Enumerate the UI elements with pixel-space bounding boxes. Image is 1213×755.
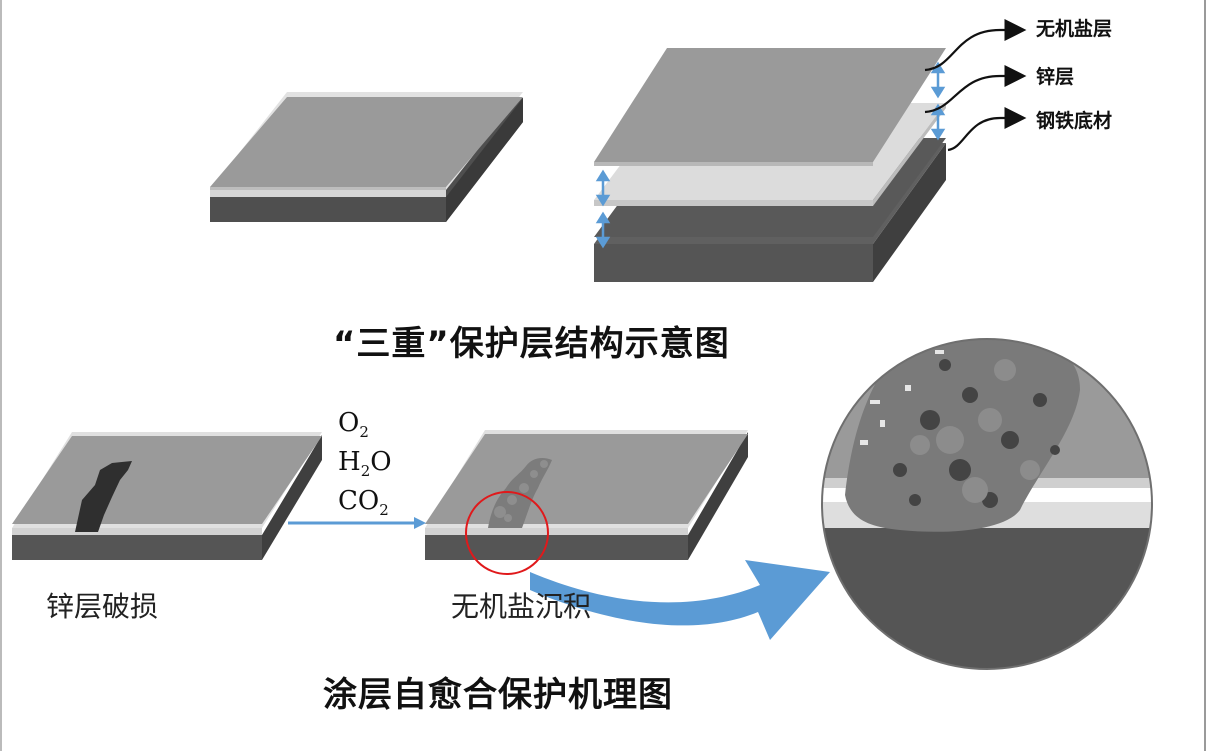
inorganic-salt-layer — [594, 48, 946, 166]
label-steel-substrate: 钢铁底材 — [1036, 110, 1113, 132]
structure-title: “三重”保护层结构示意图 — [333, 324, 730, 364]
magnify-arrow — [530, 560, 830, 640]
reaction-arrow — [288, 517, 426, 529]
step-zinc-damage: 锌层破损 — [46, 590, 159, 623]
mechanism-title: 涂层自愈合保护机理图 — [323, 675, 673, 715]
damaged-plate — [12, 432, 322, 560]
label-inorganic-salt-layer: 无机盐层 — [1036, 18, 1113, 40]
reactant-h2o: H2O — [338, 447, 392, 481]
step-inorganic-deposit: 无机盐沉积 — [451, 590, 592, 623]
magnifier-outline — [821, 338, 1153, 670]
reactant-co2: CO2 — [338, 486, 389, 520]
label-leader-arrows — [924, 19, 1027, 152]
zinc-damage-crack — [75, 461, 132, 532]
assembled-plate — [210, 92, 523, 222]
deposit-plate — [425, 430, 748, 560]
reactant-o2: O2 — [338, 408, 369, 442]
highlight-circle — [465, 491, 549, 575]
label-zinc-layer: 锌层 — [1036, 66, 1075, 88]
